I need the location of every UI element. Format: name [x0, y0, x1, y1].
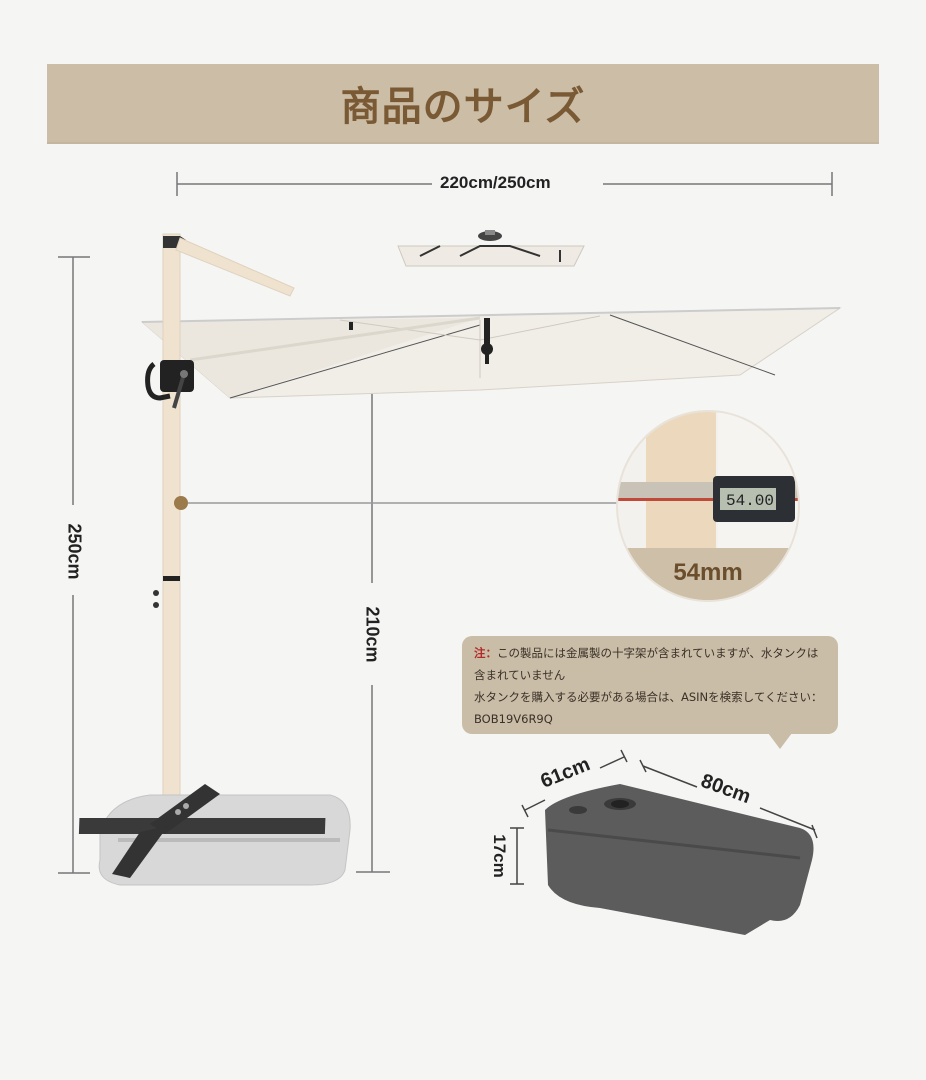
page-title: 商品のサイズ [340, 84, 586, 130]
base-height-label: 17cm [490, 834, 509, 878]
note-prefix: 注： [474, 646, 497, 660]
pole [145, 233, 295, 810]
total-height-label: 250cm [63, 513, 85, 590]
canopy-width-label: 220cm/250cm [436, 173, 555, 193]
note-line-1: この製品には金属製の十字架が含まれていますが、水タンクは含まれていません [474, 646, 819, 682]
clearance-height-label: 210cm [361, 596, 383, 673]
water-tank [510, 749, 818, 935]
note-pointer [768, 733, 792, 749]
pole-measure-marker [174, 496, 622, 510]
canopy-width-dimension [176, 172, 833, 196]
title-banner: 商品のサイズ [47, 64, 879, 142]
total-height-dimension [58, 256, 90, 874]
water-tank-note: 注：この製品には金属製の十字架が含まれていますが、水タンクは含まれていません 水… [462, 636, 838, 734]
canopy-top-view [397, 230, 585, 267]
umbrella-base-with-cross [78, 784, 351, 886]
pole-diameter-label: 54mm [618, 548, 798, 600]
canopy [140, 307, 842, 399]
note-line-2: 水タンクを購入する必要がある場合は、ASINを検索してください：BOB19V6R… [474, 690, 823, 726]
svg-text:54.00: 54.00 [726, 492, 774, 510]
pole-diameter-callout: 54.00 54mm [618, 412, 798, 600]
